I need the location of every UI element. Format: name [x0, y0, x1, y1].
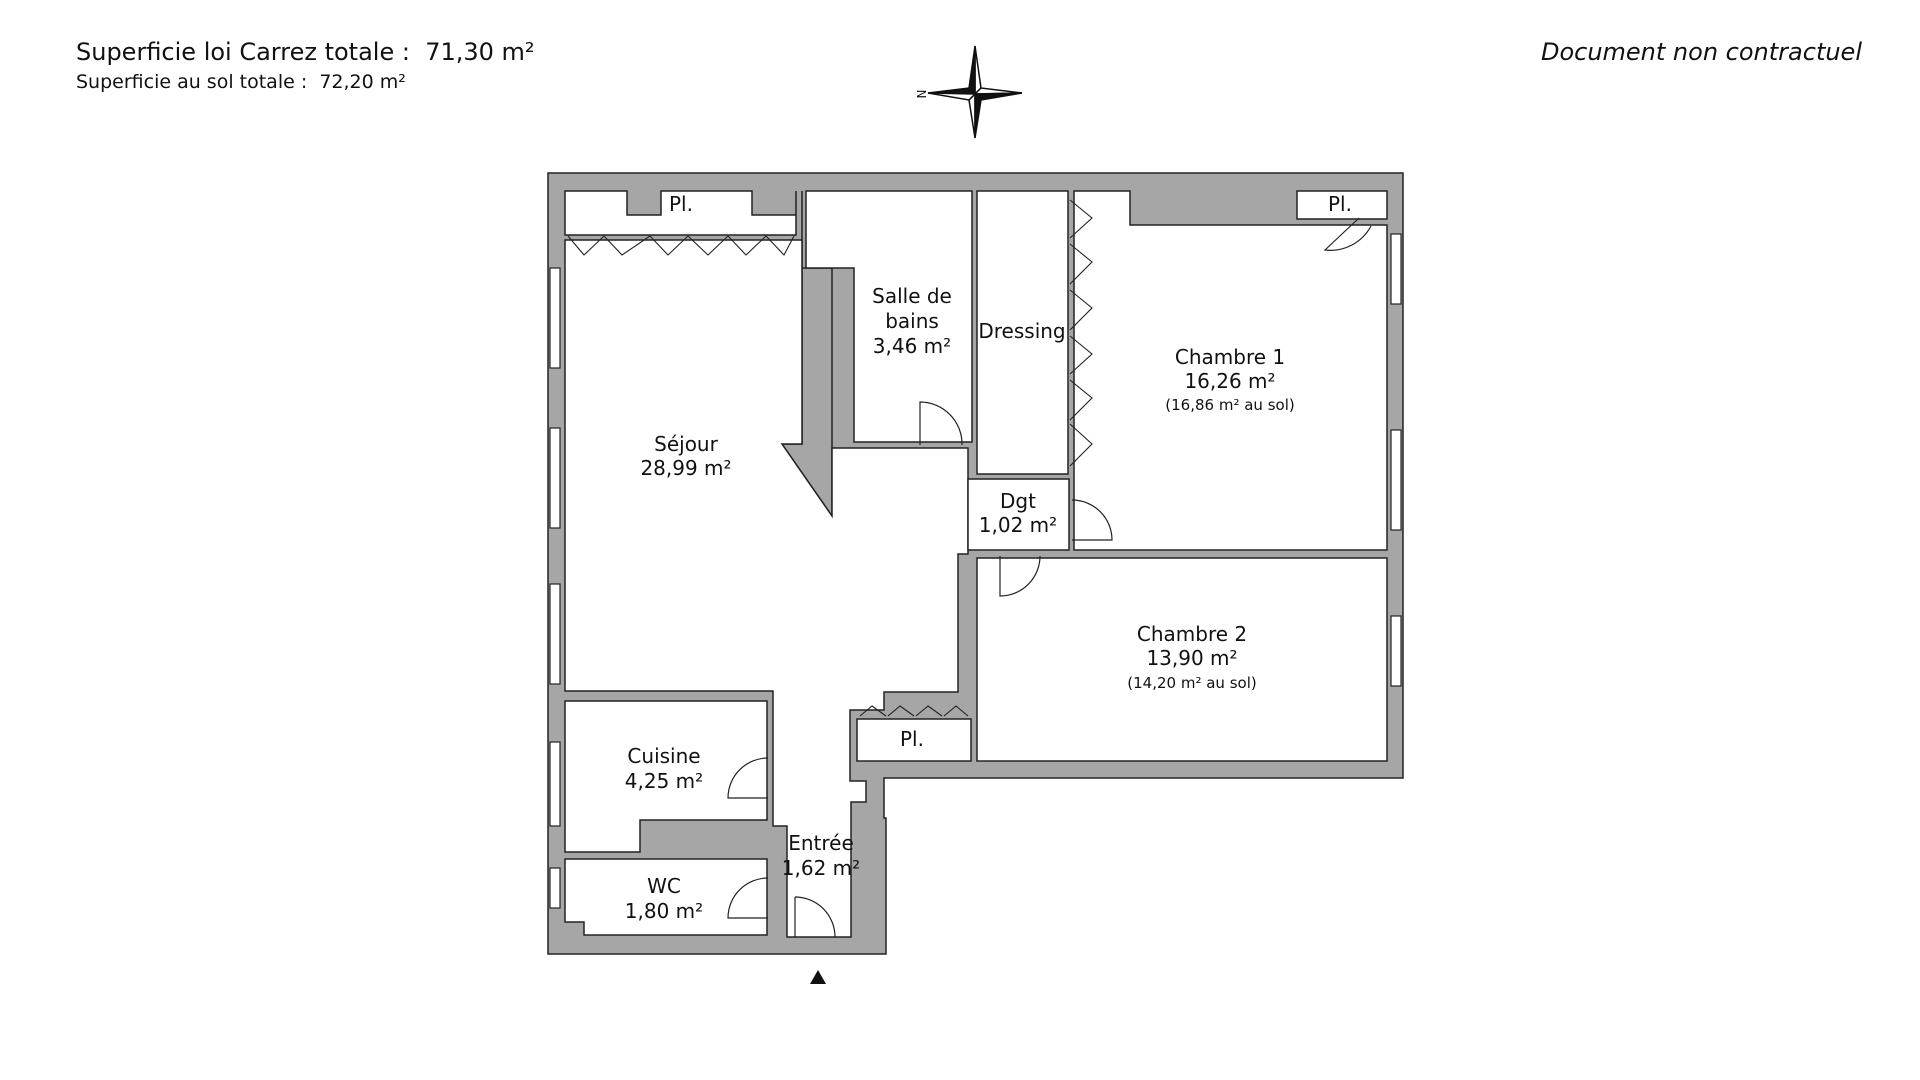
compass-rose-icon: N — [915, 45, 1023, 139]
room-name-dgt: Dgt — [1000, 489, 1036, 513]
room-floor-area-chambre1: (16,86 m² au sol) — [1165, 396, 1294, 414]
room-chambre2: Chambre 2 13,90 m² (14,20 m² au sol) — [1127, 622, 1256, 692]
room-salle-de-bains: Salle de bains 3,46 m² — [872, 284, 952, 358]
room-wc: WC 1,80 m² — [625, 874, 703, 923]
room-doors — [727, 217, 1372, 938]
room-name-chambre1: Chambre 1 — [1175, 345, 1285, 369]
room-cuisine: Cuisine 4,25 m² — [625, 744, 703, 793]
room-chambre1: Chambre 1 16,26 m² (16,86 m² au sol) — [1165, 345, 1294, 414]
room-area-wc: 1,80 m² — [625, 899, 703, 923]
disclaimer-text: Document non contractuel — [1540, 38, 1862, 66]
entrance-arrow-icon — [810, 970, 826, 984]
room-name-wc: WC — [647, 874, 681, 898]
compass-north-label: N — [915, 90, 929, 99]
room-name-salle-de-bains-line2: bains — [885, 309, 939, 333]
room-dgt: Dgt 1,02 m² — [979, 489, 1057, 537]
closet-label-entree: Pl. — [900, 727, 924, 751]
closet-label-chambre1: Pl. — [1328, 192, 1352, 216]
closet-label-sejour: Pl. — [669, 192, 693, 216]
room-area-chambre2: 13,90 m² — [1146, 646, 1237, 670]
room-name-sejour: Séjour — [654, 432, 718, 456]
room-name-chambre2: Chambre 2 — [1137, 622, 1247, 646]
room-floor-area-chambre2: (14,20 m² au sol) — [1127, 674, 1256, 692]
room-name-dressing: Dressing — [978, 319, 1065, 343]
total-floor-value: 72,20 m² — [319, 71, 406, 93]
windows — [549, 233, 1402, 909]
room-sejour: Séjour 28,99 m² — [640, 432, 731, 480]
total-carrez-label: Superficie loi Carrez totale : — [76, 38, 410, 66]
room-area-salle-de-bains: 3,46 m² — [873, 334, 951, 358]
total-floor-label: Superficie au sol totale : — [76, 71, 308, 93]
closet-doors — [567, 199, 1093, 717]
total-carrez-value: 71,30 m² — [425, 38, 535, 66]
room-area-cuisine: 4,25 m² — [625, 769, 703, 793]
room-area-chambre1: 16,26 m² — [1184, 369, 1275, 393]
room-name-cuisine: Cuisine — [627, 744, 700, 768]
total-floor-area: Superficie au sol totale : 72,20 m² — [76, 71, 406, 93]
room-entree: Entrée 1,62 m² — [782, 831, 860, 880]
room-area-sejour: 28,99 m² — [640, 456, 731, 480]
room-area-dgt: 1,02 m² — [979, 513, 1057, 537]
room-name-entree: Entrée — [788, 831, 854, 855]
total-carrez-area: Superficie loi Carrez totale : 71,30 m² — [76, 38, 535, 66]
room-dressing: Dressing — [978, 319, 1065, 343]
room-area-entree: 1,62 m² — [782, 856, 860, 880]
room-name-salle-de-bains-line1: Salle de — [872, 284, 952, 308]
